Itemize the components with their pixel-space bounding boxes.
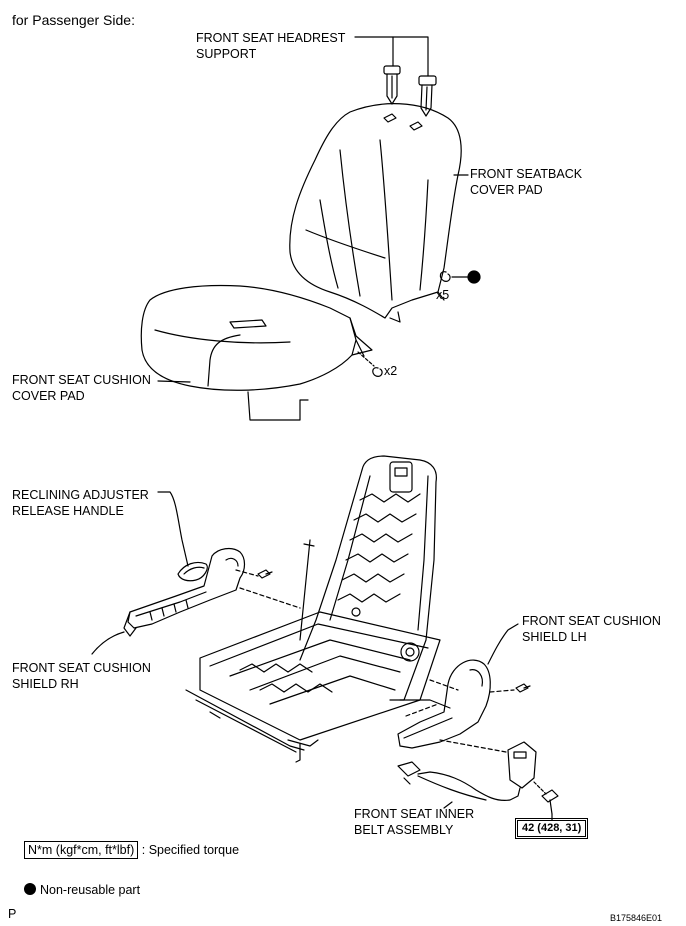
handle-leader-line bbox=[157, 491, 189, 567]
seat-frame bbox=[185, 455, 451, 763]
reclining-handle bbox=[177, 561, 208, 582]
label-cushion-cover-pad: FRONT SEAT CUSHION COVER PAD bbox=[12, 373, 151, 403]
non-reusable-dot-icon bbox=[467, 270, 481, 284]
label-reclining-handle: RECLINING ADJUSTER RELEASE HANDLE bbox=[12, 488, 149, 518]
inner-belt-assembly bbox=[397, 741, 537, 801]
footer-page-letter: P bbox=[8, 907, 17, 921]
cushion-cover-pad bbox=[140, 284, 373, 421]
screw-lh-icon bbox=[515, 683, 531, 693]
label-qty-x2: x2 bbox=[384, 364, 398, 378]
legend-torque-unit: N*m (kgf*cm, ft*lbf) bbox=[24, 841, 139, 859]
cushion-leader-line bbox=[157, 380, 191, 383]
cushion-shield-lh bbox=[397, 659, 491, 749]
belt-leader-line bbox=[443, 801, 453, 809]
screw-rh-icon bbox=[257, 569, 273, 579]
cushion-shield-rh bbox=[123, 547, 246, 637]
legend-torque: N*m (kgf*cm, ft*lbf) : Specified torque bbox=[24, 841, 240, 859]
torque-value-box: 42 (428, 31) bbox=[514, 818, 589, 839]
legend-non-reusable: Non-reusable part bbox=[24, 882, 140, 898]
label-inner-belt: FRONT SEAT INNER BELT ASSEMBLY bbox=[354, 807, 475, 837]
legend-non-reusable-text: Non-reusable part bbox=[40, 883, 141, 897]
legend-torque-text: : Specified torque bbox=[141, 843, 240, 857]
label-qty-x5: x5 bbox=[436, 288, 450, 302]
headrest-support-left bbox=[383, 65, 401, 105]
seatback-cover-pad bbox=[289, 103, 462, 323]
page-subtitle: for Passenger Side: bbox=[12, 12, 135, 28]
label-headrest-support: FRONT SEAT HEADREST SUPPORT bbox=[196, 31, 346, 61]
shield-lh-leader-line bbox=[487, 623, 519, 665]
belt-bolt-icon bbox=[541, 789, 559, 815]
footer-figure-id: B175846E01 bbox=[610, 913, 663, 923]
hog-ring-icon-2 bbox=[372, 367, 383, 377]
label-cushion-shield-rh: FRONT SEAT CUSHION SHIELD RH bbox=[12, 661, 151, 691]
label-seatback-cover-pad: FRONT SEATBACK COVER PAD bbox=[470, 167, 583, 197]
label-cushion-shield-lh: FRONT SEAT CUSHION SHIELD LH bbox=[522, 614, 661, 644]
headrest-leader-line bbox=[354, 36, 429, 77]
hog-ring-icon bbox=[439, 271, 451, 282]
non-reusable-legend-dot-icon bbox=[24, 883, 36, 895]
shield-rh-leader-line bbox=[91, 631, 125, 655]
